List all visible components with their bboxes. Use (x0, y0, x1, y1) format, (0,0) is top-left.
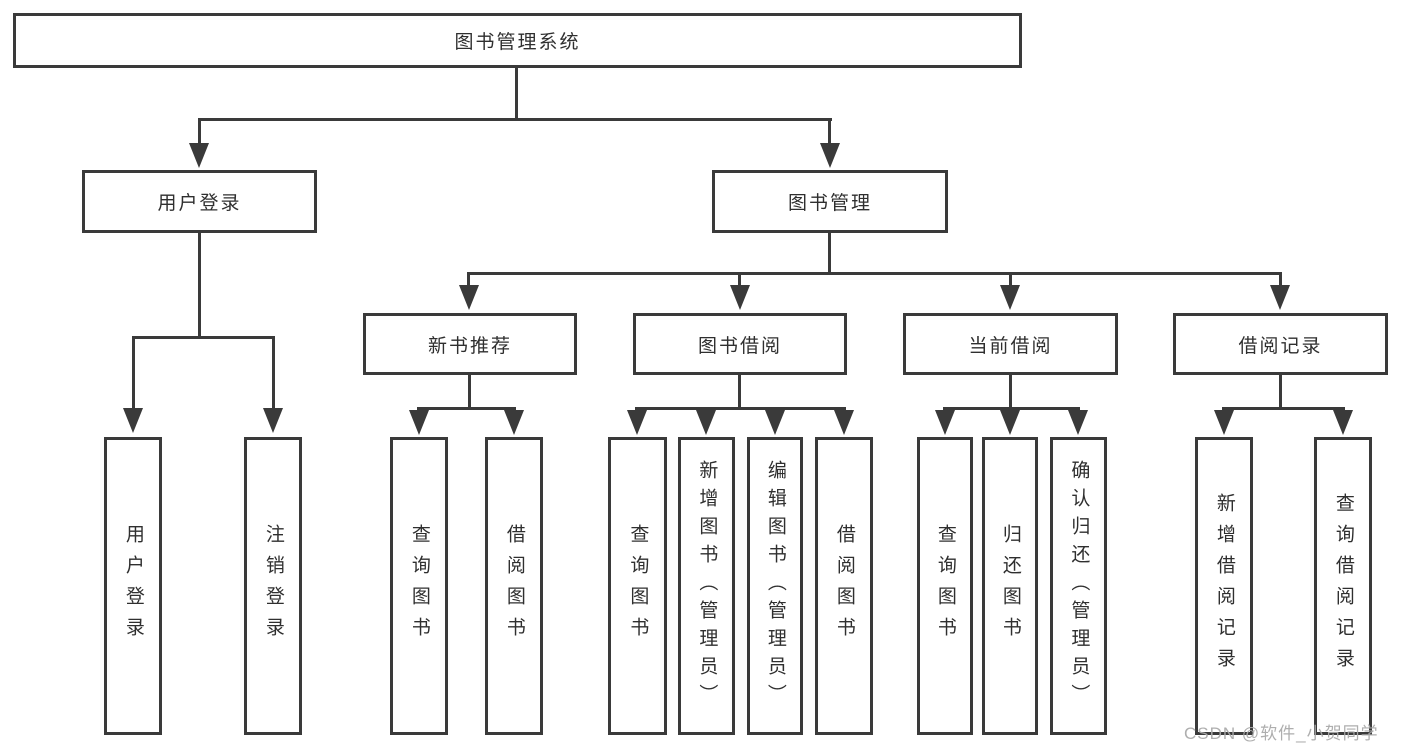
arrow-down-icon (1333, 410, 1353, 435)
arrow-down-icon (409, 410, 429, 435)
arrow-down-icon (696, 410, 716, 435)
connector-drop-borrow-records (1279, 272, 1282, 288)
arrow-down-icon (935, 410, 955, 435)
arrow-down-icon (189, 143, 209, 168)
leaf-cb-return-book: 归还图书 (982, 437, 1038, 735)
connector-root-stem (515, 68, 518, 118)
leaf-user-login-label: 用户登录 (122, 524, 144, 648)
connector-user-login-stem (198, 233, 201, 336)
connector-borrow-records-hline (1222, 407, 1345, 410)
connector-drop-current-borrow (1009, 272, 1012, 288)
leaf-cb-query-book-label: 查询图书 (934, 524, 956, 648)
arrow-down-icon (1214, 410, 1234, 435)
node-current-borrow: 当前借阅 (903, 313, 1118, 375)
connector-user-login-hline (132, 336, 275, 339)
connector-drop-user-login (198, 118, 201, 146)
leaf-user-login: 用户登录 (104, 437, 162, 735)
arrow-down-icon (627, 410, 647, 435)
connector-current-borrow-hline (943, 407, 1080, 410)
leaf-bb-borrow-book-label: 借阅图书 (833, 524, 855, 648)
arrow-down-icon (1270, 285, 1290, 310)
node-new-book-recommend-label: 新书推荐 (427, 335, 512, 357)
arrow-down-icon (123, 408, 143, 433)
connector-borrow-records-stem (1279, 375, 1282, 407)
node-user-login-label: 用户登录 (157, 193, 242, 214)
leaf-logout: 注销登录 (244, 437, 302, 735)
arrow-down-icon (820, 143, 840, 168)
leaf-cb-return-book-label: 归还图书 (999, 524, 1021, 648)
csdn-watermark: CSDN @软件_小贺同学 (1184, 724, 1379, 743)
leaf-bb-add-book: 新增图书（管理员） (678, 437, 735, 735)
arrow-down-icon (1068, 410, 1088, 435)
node-borrow-records-label: 借阅记录 (1238, 335, 1323, 357)
node-book-borrow: 图书借阅 (633, 313, 847, 375)
leaf-br-query-record: 查询借阅记录 (1314, 437, 1372, 735)
connector-new-book-stem (468, 375, 471, 407)
leaf-logout-label: 注销登录 (262, 524, 284, 648)
arrow-down-icon (765, 410, 785, 435)
leaf-bb-query-book-label: 查询图书 (627, 524, 649, 648)
arrow-down-icon (834, 410, 854, 435)
arrow-down-icon (730, 285, 750, 310)
leaf-bb-query-book: 查询图书 (608, 437, 667, 735)
connector-drop-book-management (828, 118, 831, 146)
leaf-br-query-record-label: 查询借阅记录 (1332, 493, 1354, 679)
connector-drop-ul-login (132, 336, 135, 410)
leaf-bb-edit-book: 编辑图书（管理员） (747, 437, 803, 735)
connector-new-book-hline (417, 407, 516, 410)
node-new-book-recommend: 新书推荐 (363, 313, 577, 375)
arrow-down-icon (1000, 285, 1020, 310)
arrow-down-icon (459, 285, 479, 310)
node-user-login-branch: 用户登录 (82, 170, 317, 233)
leaf-bb-add-book-label: 新增图书（管理员） (696, 460, 718, 712)
leaf-bb-edit-book-label: 编辑图书（管理员） (764, 460, 786, 712)
arrow-down-icon (263, 408, 283, 433)
leaf-nb-query-book: 查询图书 (390, 437, 448, 735)
node-borrow-records: 借阅记录 (1173, 313, 1388, 375)
connector-drop-new-book (467, 272, 470, 288)
leaf-nb-borrow-book: 借阅图书 (485, 437, 543, 735)
connector-drop-ul-logout (272, 336, 275, 410)
node-current-borrow-label: 当前借阅 (968, 335, 1053, 357)
connector-level3-hline (467, 272, 1282, 275)
leaf-bb-borrow-book: 借阅图书 (815, 437, 873, 735)
connector-level2-hline (198, 118, 832, 121)
node-book-management-label: 图书管理 (787, 193, 872, 214)
connector-current-borrow-stem (1009, 375, 1012, 407)
leaf-cb-confirm-return: 确认归还（管理员） (1050, 437, 1107, 735)
node-root-label: 图书管理系统 (454, 32, 581, 53)
connector-book-borrow-hline (635, 407, 846, 410)
arrow-down-icon (504, 410, 524, 435)
leaf-nb-query-book-label: 查询图书 (408, 524, 430, 648)
node-book-borrow-label: 图书借阅 (697, 335, 782, 357)
connector-book-management-stem (828, 233, 831, 272)
leaf-cb-confirm-return-label: 确认归还（管理员） (1068, 460, 1090, 712)
connector-book-borrow-stem (738, 375, 741, 407)
leaf-nb-borrow-book-label: 借阅图书 (503, 524, 525, 648)
connector-drop-book-borrow (738, 272, 741, 288)
leaf-br-add-record-label: 新增借阅记录 (1213, 493, 1235, 679)
arrow-down-icon (1000, 410, 1020, 435)
leaf-br-add-record: 新增借阅记录 (1195, 437, 1253, 735)
node-book-management-branch: 图书管理 (712, 170, 948, 233)
leaf-cb-query-book: 查询图书 (917, 437, 973, 735)
node-root-system: 图书管理系统 (13, 13, 1022, 68)
